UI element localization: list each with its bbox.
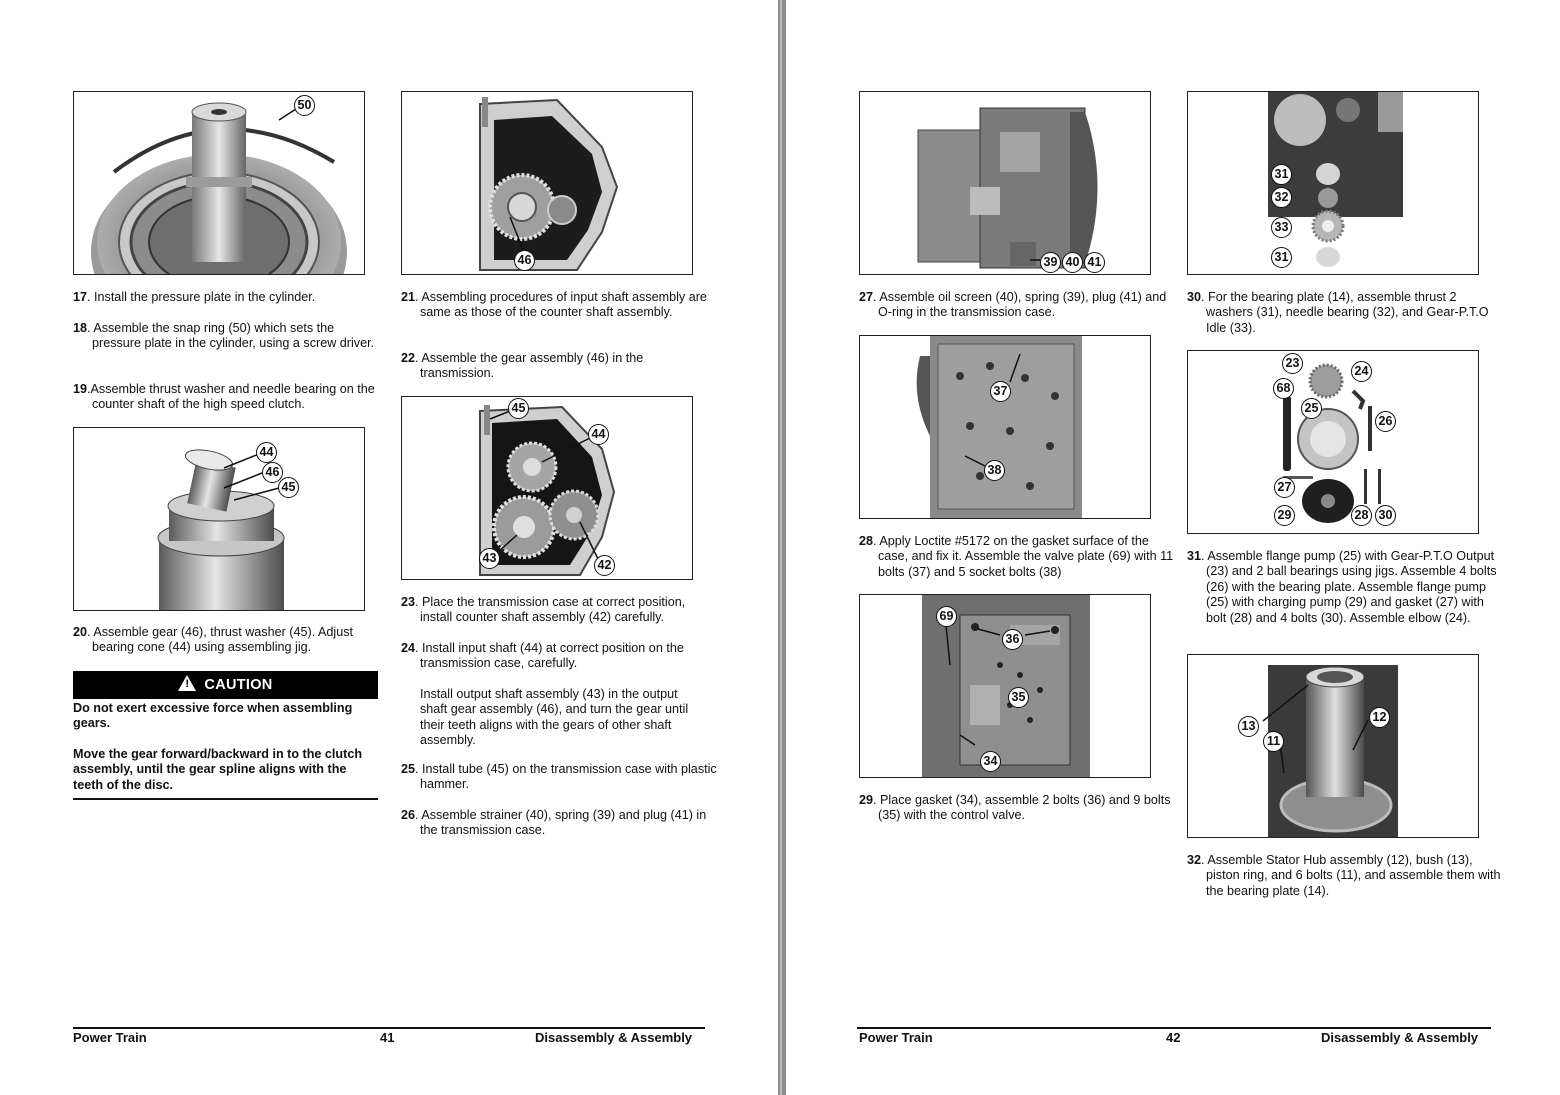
step-30: 30. For the bearing plate (14), assemble… [1187,290,1489,335]
step-28: 28. Apply Loctite #5172 on the gasket su… [859,534,1174,579]
right-page: 39 40 41 27. Assemble oil screen (40), s… [786,0,1560,1095]
figure-valve-plate: 37 38 [859,335,1151,519]
callout-38: 38 [984,460,1005,481]
callout-69: 69 [936,606,957,627]
footer-title-right: Power Train [859,1030,933,1045]
callout-46: 46 [514,250,535,271]
figure-gear-train-art [479,405,616,576]
book-gutter [778,0,786,1095]
footer-section-right: Disassembly & Assembly [1321,1030,1479,1045]
callout-35: 35 [1008,687,1029,708]
figure-transmission-case: 46 [401,91,693,275]
callout-44: 44 [256,442,277,463]
callout-45: 45 [278,477,299,498]
callout-31-bottom: 31 [1271,247,1292,268]
callout-13: 13 [1238,716,1259,737]
callout-45: 45 [508,398,529,419]
step-22: 22. Assemble the gear assembly (46) in t… [401,351,644,381]
callout-43: 43 [479,548,500,569]
callout-37: 37 [990,381,1011,402]
footer-rule-left [73,1027,705,1029]
step-26: 26. Assemble strainer (40), spring (39) … [401,808,707,838]
callout-29: 29 [1274,505,1295,526]
figure-oil-screen: 39 40 41 [859,91,1151,275]
callout-11: 11 [1263,731,1284,752]
step-17: 17. Install the pressure plate in the cy… [73,290,316,304]
caution-label: CAUTION [204,677,273,693]
figure-gear-bearing: 44 46 45 [73,427,365,611]
callout-24: 24 [1351,361,1372,382]
page-number-left: 41 [380,1030,395,1045]
step-19: 19.Assemble thrust washer and needle bea… [73,382,375,412]
caution-banner: ! CAUTION [73,671,378,699]
figure-pressure-plate-art [91,102,347,274]
step-31: 31. Assemble flange pump (25) with Gear-… [1187,549,1497,625]
step-20: 20. Assemble gear (46), thrust washer (4… [73,625,354,655]
figure-stator-hub-art [1262,665,1398,837]
step-32: 32. Assemble Stator Hub assembly (12), b… [1187,853,1501,898]
warning-triangle-icon: ! [178,675,197,691]
figure-gear-bearing-art [157,449,285,610]
footer-title-left: Power Train [73,1030,147,1045]
step-29: 29. Place gasket (34), assemble 2 bolts … [859,793,1171,823]
step-24: 24. Install input shaft (44) at correct … [401,641,684,671]
figure-pump-assembly: 23 24 68 25 26 27 29 28 30 [1187,350,1479,534]
figure-oil-screen-art [917,107,1098,269]
step-25: 25. Install tube (45) on the transmissio… [401,762,717,792]
callout-50: 50 [294,95,315,116]
figure-pressure-plate: 50 [73,91,365,275]
step-24-continued: Install output shaft assembly (43) in th… [420,687,689,748]
figure-pump-assembly-art [1283,363,1381,523]
callout-44: 44 [588,424,609,445]
callout-23: 23 [1282,353,1303,374]
callout-28: 28 [1351,505,1372,526]
callout-26: 26 [1375,411,1396,432]
caution-text-2: Move the gear forward/backward in to the… [73,747,363,792]
callout-41: 41 [1084,252,1105,273]
figure-gear-train: 45 44 43 42 [401,396,693,580]
figure-bearing-plate-art [1268,92,1403,267]
callout-40: 40 [1062,252,1083,273]
caution-text-1: Do not exert excessive force when assemb… [73,701,353,731]
footer-section-left: Disassembly & Assembly [535,1030,693,1045]
figure-valve-plate-art [916,336,1082,518]
callout-34: 34 [980,751,1001,772]
step-27: 27. Assemble oil screen (40), spring (39… [859,290,1167,320]
figure-stator-hub: 13 12 11 [1187,654,1479,838]
callout-31-top: 31 [1271,164,1292,185]
page-number-right: 42 [1166,1030,1181,1045]
callout-36: 36 [1002,629,1023,650]
callout-27: 27 [1274,477,1295,498]
callout-46: 46 [262,462,283,483]
figure-transmission-case-art [479,97,619,271]
step-23: 23. Place the transmission case at corre… [401,595,686,625]
callout-12: 12 [1369,707,1390,728]
callout-68: 68 [1273,378,1294,399]
callout-42: 42 [594,555,615,576]
callout-32: 32 [1271,187,1292,208]
callout-39: 39 [1040,252,1061,273]
callout-33: 33 [1271,217,1292,238]
callout-30: 30 [1375,505,1396,526]
figure-control-valve-art [922,595,1090,777]
step-18: 18. Assemble the snap ring (50) which se… [73,321,375,351]
footer-rule-right [857,1027,1491,1029]
figure-bearing-plate: 31 32 33 31 [1187,91,1479,275]
step-21: 21. Assembling procedures of input shaft… [401,290,707,320]
callout-25: 25 [1301,398,1322,419]
left-page: 50 17. Install the pressure plate in the… [0,0,778,1095]
figure-control-valve: 69 36 35 34 [859,594,1151,778]
caution-bottom-rule [73,798,378,800]
